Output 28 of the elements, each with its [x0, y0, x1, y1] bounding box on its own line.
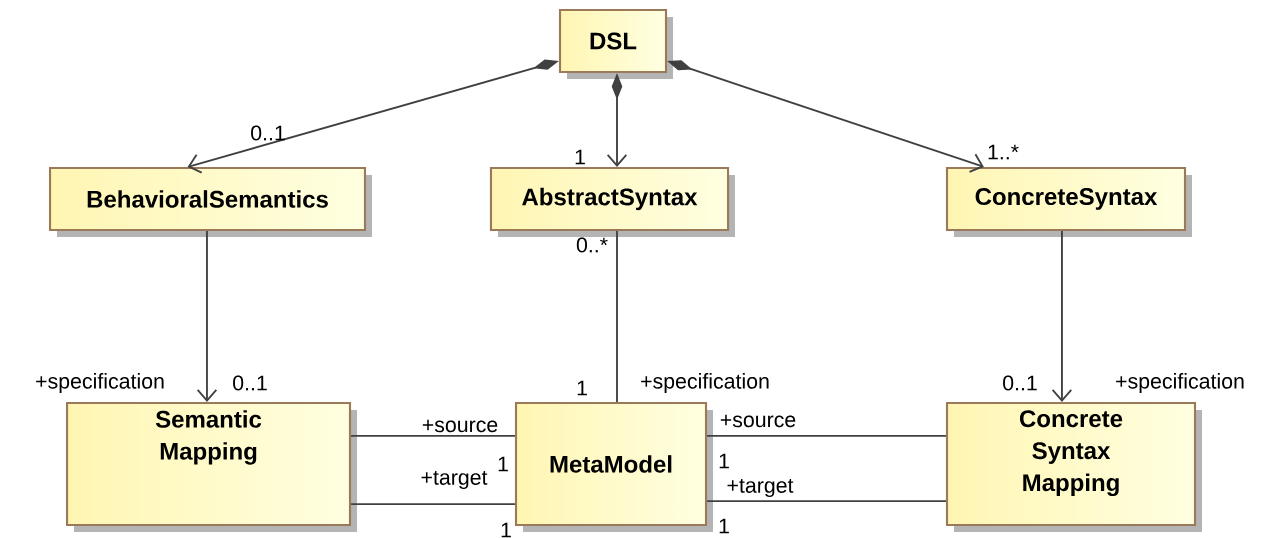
- multiplicity-label: 1..*: [988, 144, 1019, 160]
- multiplicity-label: 1: [719, 518, 729, 534]
- association-line: [1051, 230, 1073, 402]
- class-box: MetaModel: [514, 401, 713, 532]
- association-line: [616, 230, 618, 403]
- multiplicity-label: +source: [720, 414, 796, 428]
- multiplicity-label: +specification: [36, 373, 164, 393]
- multiplicity-label: +target: [421, 470, 488, 490]
- association-line: [350, 435, 516, 437]
- multiplicity-label: 1: [719, 453, 729, 469]
- class-box: AbstractSyntax: [489, 166, 735, 237]
- multiplicity-label: +specification: [1116, 373, 1244, 393]
- multiplicity-label: +specification: [641, 373, 769, 393]
- association-line: [350, 503, 516, 505]
- class-box: Semantic Mapping: [66, 401, 357, 532]
- class-box: DSL: [558, 8, 673, 79]
- class-box: Concrete Syntax Mapping: [945, 401, 1202, 532]
- multiplicity-label: 0..*: [576, 237, 608, 253]
- class-box: BehavioralSemantics: [48, 166, 372, 237]
- multiplicity-label: 1: [501, 522, 511, 538]
- class-box: ConcreteSyntax: [945, 166, 1192, 237]
- multiplicity-label: +source: [422, 419, 498, 433]
- multiplicity-label: 1: [498, 456, 508, 472]
- association-line: [706, 500, 947, 502]
- association-line: [706, 435, 947, 437]
- association-line: [196, 230, 218, 402]
- multiplicity-label: +target: [727, 478, 794, 498]
- multiplicity-label: 0..1: [251, 125, 285, 141]
